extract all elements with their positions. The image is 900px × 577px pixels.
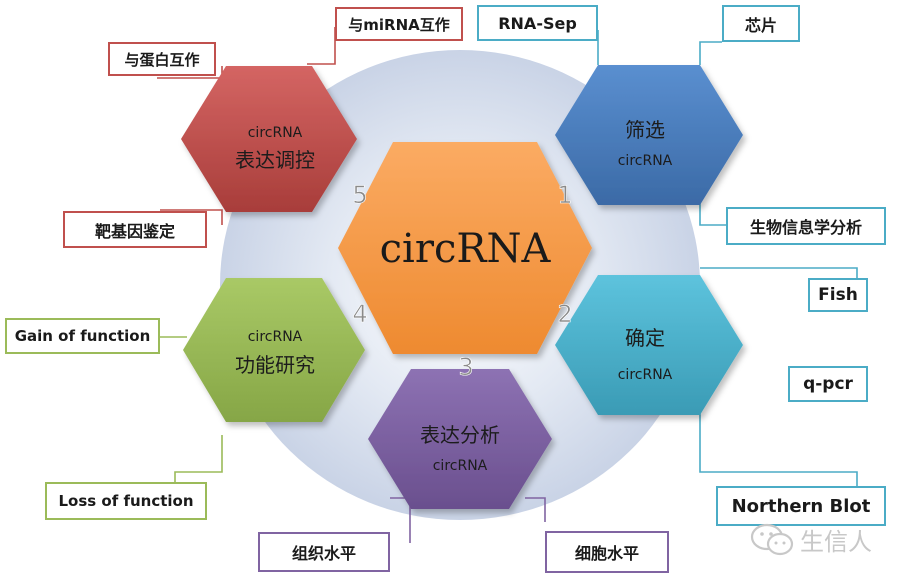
step-number-3: 3 bbox=[458, 353, 473, 381]
step-number-1: 1 bbox=[557, 181, 572, 209]
connector-loss bbox=[174, 435, 223, 482]
label-target-identification: 靶基因鉴定 bbox=[63, 211, 207, 248]
step-number-4: 4 bbox=[352, 300, 367, 328]
step-5-title: 表达调控 bbox=[235, 148, 315, 172]
step-4-title: 功能研究 bbox=[235, 353, 315, 377]
hexagon-center bbox=[338, 142, 592, 354]
step-2-title: 确定 bbox=[625, 326, 665, 350]
step-1-sub: circRNA bbox=[618, 153, 673, 169]
hexagon-step-2 bbox=[555, 275, 743, 415]
label-gain-of-function: Gain of function bbox=[5, 318, 160, 354]
label-bioinformatics: 生物信息学分析 bbox=[726, 207, 886, 245]
label-protein-interaction: 与蛋白互作 bbox=[108, 42, 216, 76]
connector-chip bbox=[699, 41, 722, 65]
label-cell-level: 细胞水平 bbox=[545, 531, 669, 573]
step-2-sub: circRNA bbox=[618, 367, 673, 383]
connector-fish bbox=[700, 267, 858, 278]
label-northern-blot: Northern Blot bbox=[716, 486, 886, 526]
label-tissue-level: 组织水平 bbox=[258, 532, 390, 572]
label-mirna-interaction: 与miRNA互作 bbox=[335, 7, 463, 41]
step-4-sub: circRNA bbox=[248, 329, 303, 345]
connector-lines bbox=[157, 27, 858, 543]
step-numbers: 1 2 3 4 5 bbox=[352, 181, 573, 382]
step-number-2: 2 bbox=[557, 300, 572, 328]
hexagon-step-5 bbox=[181, 66, 357, 212]
step-3-sub: circRNA bbox=[433, 458, 488, 474]
hexagon-step-4 bbox=[183, 278, 365, 422]
hexagon-step-1 bbox=[555, 65, 743, 205]
connector-bioinfo bbox=[699, 198, 726, 226]
center-label: circRNA bbox=[380, 226, 552, 272]
connector-target bbox=[160, 209, 223, 225]
watermark-text: 生信人 bbox=[800, 528, 872, 556]
label-qpcr: q-pcr bbox=[788, 366, 868, 402]
step-1-title: 筛选 bbox=[625, 118, 665, 142]
connector-cell bbox=[525, 497, 546, 522]
step-5-sub: circRNA bbox=[248, 125, 303, 141]
label-fish: Fish bbox=[808, 278, 868, 312]
step-number-5: 5 bbox=[352, 181, 367, 209]
hexagon-step-3 bbox=[368, 369, 552, 509]
step-3-title: 表达分析 bbox=[420, 423, 500, 447]
label-chip: 芯片 bbox=[722, 5, 800, 42]
connector-northern bbox=[699, 398, 858, 486]
wechat-icon bbox=[750, 523, 794, 555]
connector-mirna bbox=[307, 27, 336, 65]
label-rna-sep: RNA-Sep bbox=[477, 5, 598, 41]
label-loss-of-function: Loss of function bbox=[45, 482, 207, 520]
watermark: 生信人 bbox=[750, 522, 872, 557]
